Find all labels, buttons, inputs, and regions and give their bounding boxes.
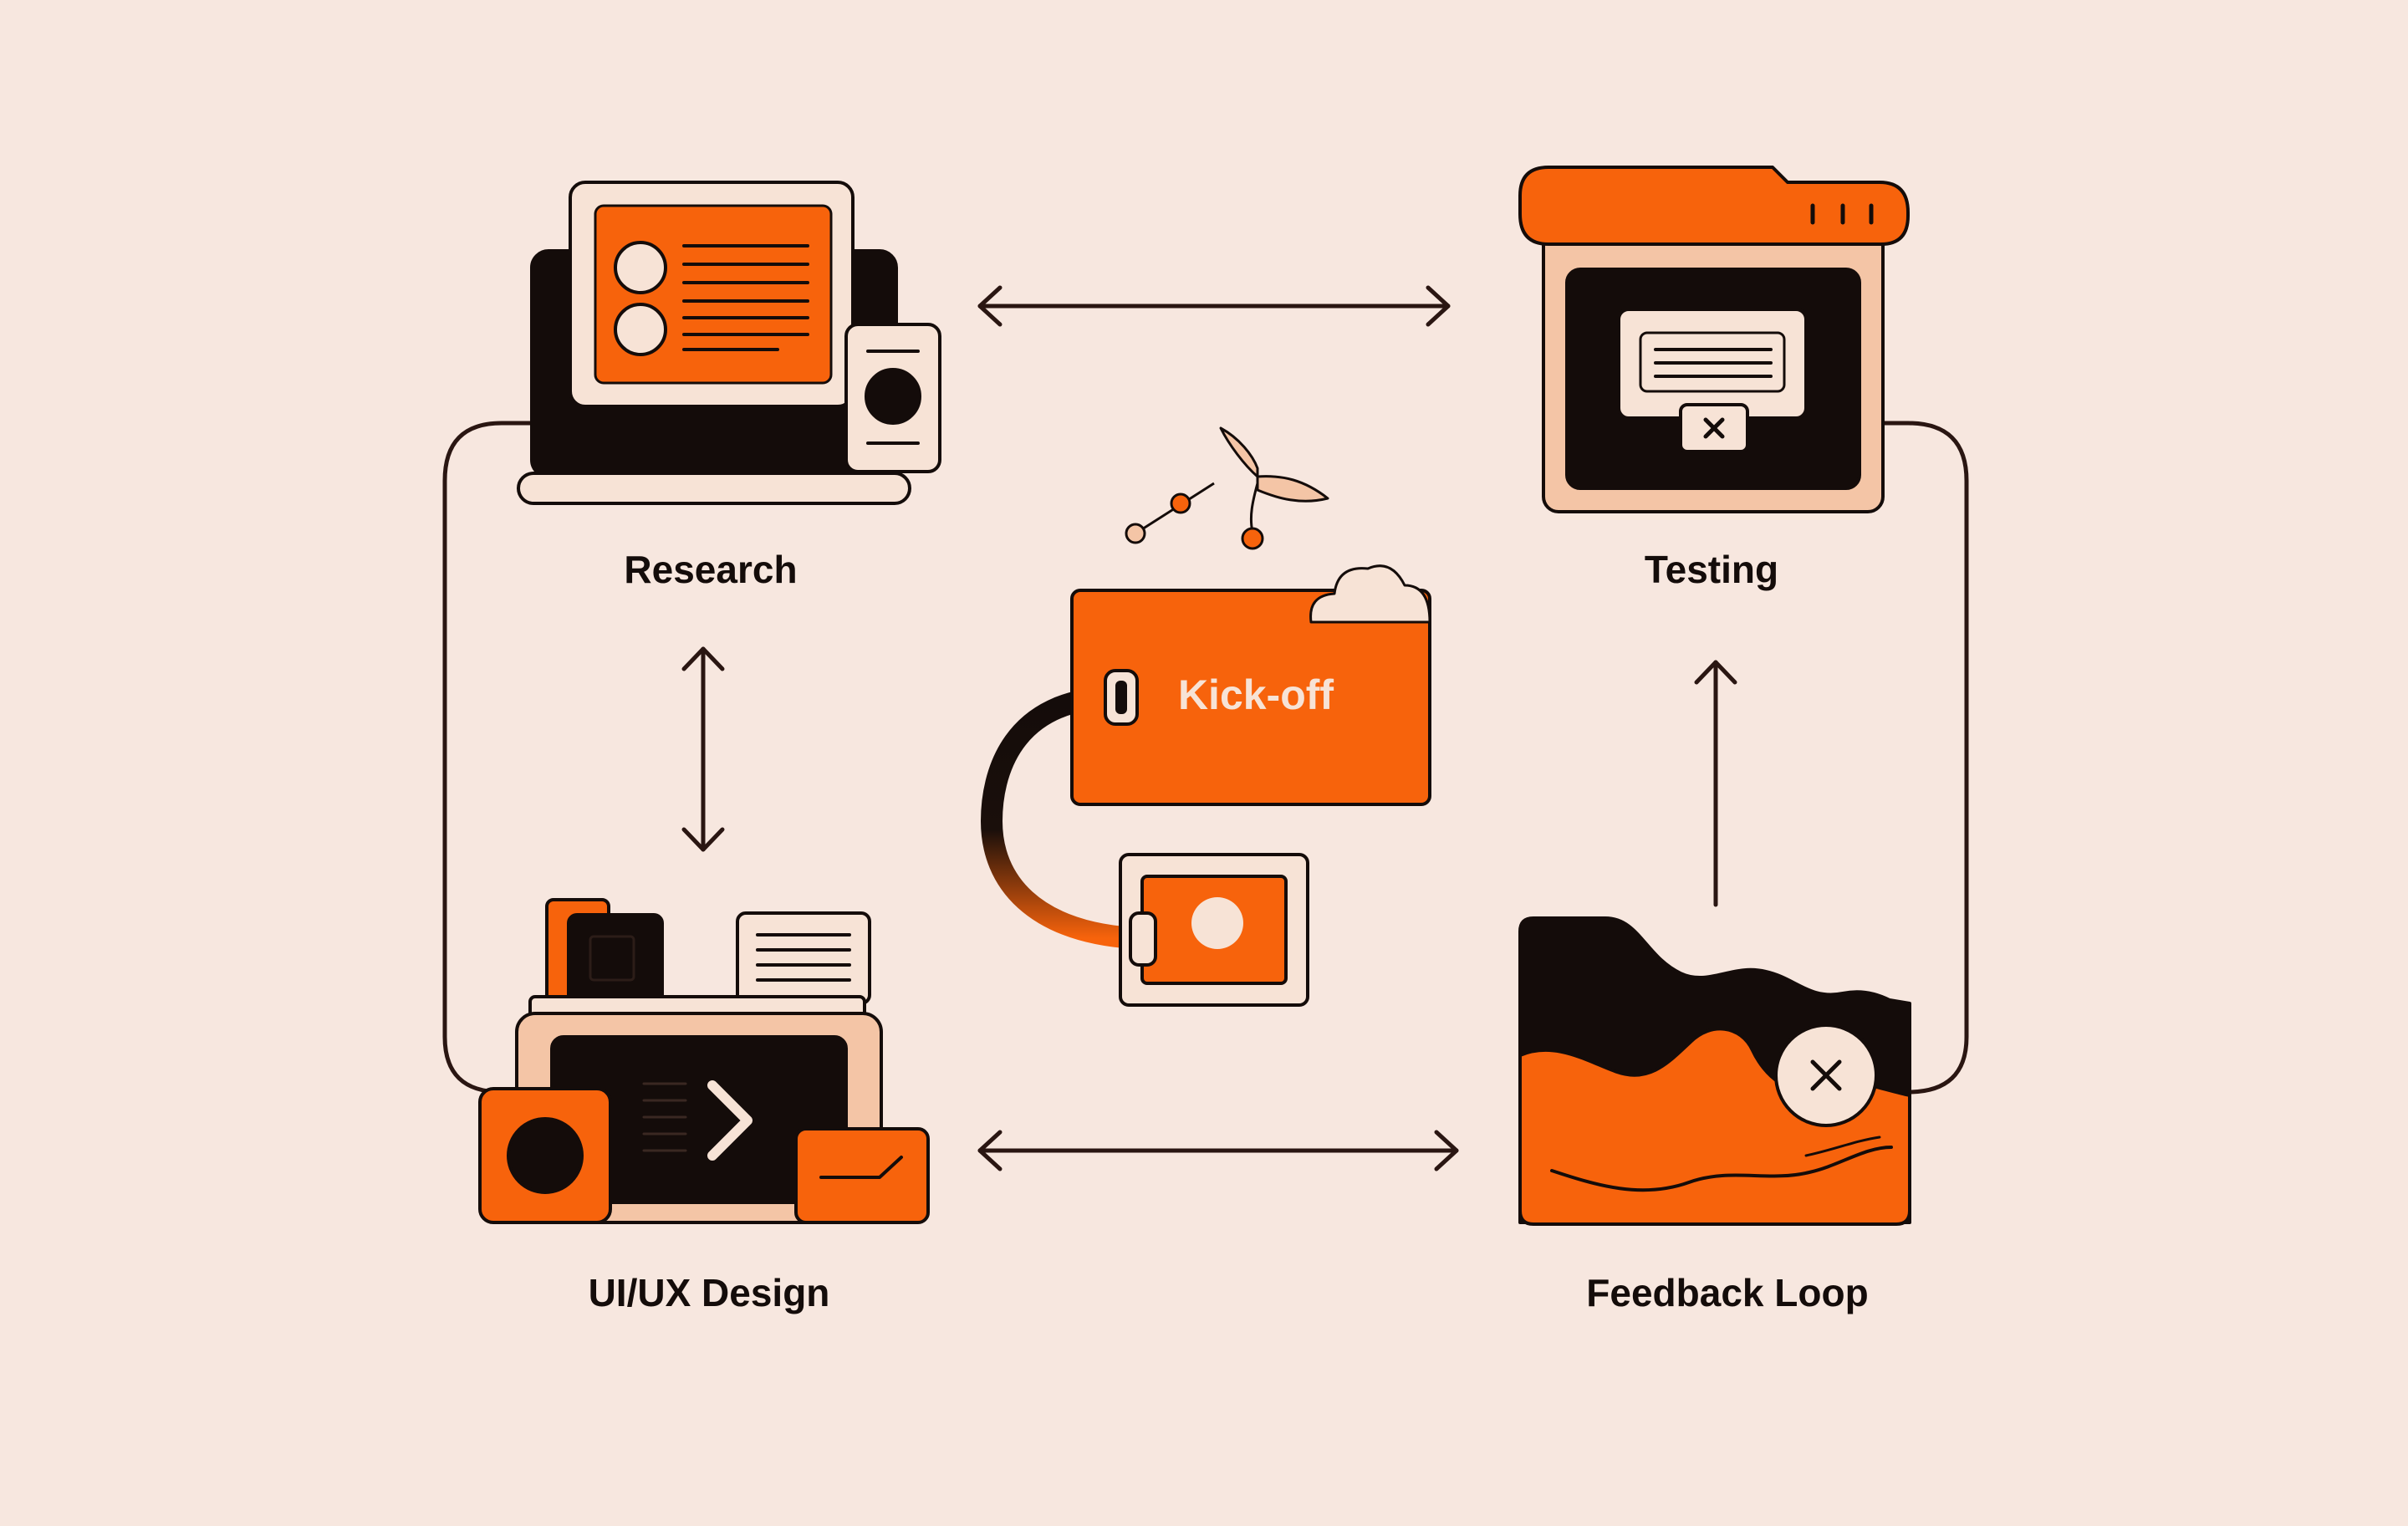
arrow-feedback-testing (1694, 660, 1737, 907)
sprout-icon (1219, 426, 1329, 550)
design-label: UI/UX Design (589, 1271, 830, 1314)
arrow-research-testing (977, 285, 1451, 327)
arrow-research-design (681, 646, 725, 852)
browser-window-icon (1518, 166, 1910, 513)
workstation-icon (478, 898, 930, 1224)
close-icon (1703, 417, 1725, 439)
luggage-tag-icon: Kick-off (981, 426, 1431, 1007)
cloud-icon (1309, 564, 1431, 624)
chevron-right-icon (707, 1080, 752, 1161)
monitor-tablet-icon (517, 181, 941, 505)
research-label: Research (624, 548, 797, 591)
tag-cable (981, 686, 1145, 949)
connectors (442, 285, 1969, 1171)
loop-connector-right (1879, 421, 1969, 1095)
node-labels: Research Testing UI/UX Design Feedback L… (589, 548, 1869, 1314)
loop-connector-left (442, 421, 538, 1095)
testing-label: Testing (1645, 548, 1778, 591)
arrow-design-feedback (977, 1130, 1459, 1171)
wave-card-icon (1518, 916, 1911, 1226)
node-line-icon (1125, 482, 1215, 544)
kickoff-label: Kick-off (1178, 671, 1334, 718)
feedback-label: Feedback Loop (1586, 1271, 1868, 1314)
